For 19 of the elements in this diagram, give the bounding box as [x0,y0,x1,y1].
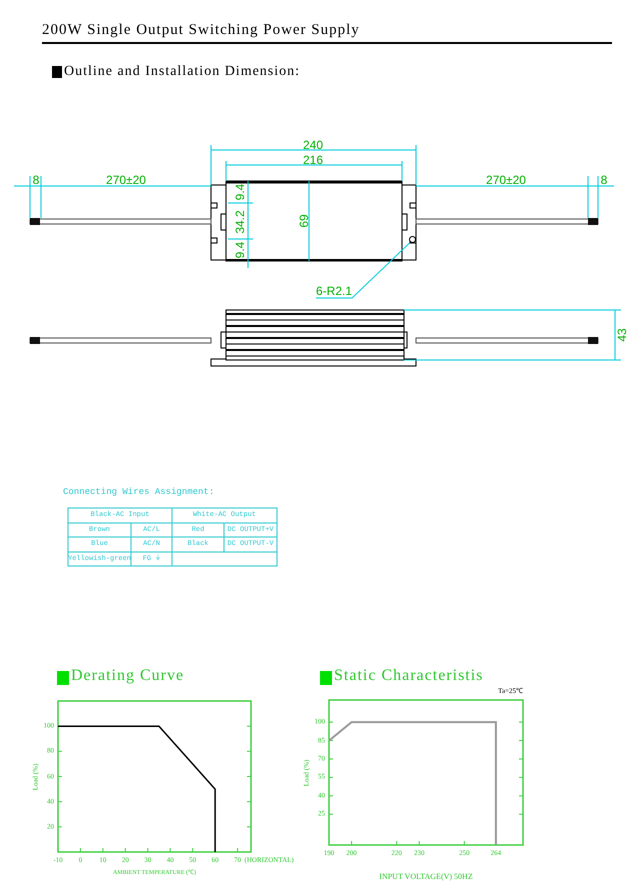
page-title: 200W Single Output Switching Power Supply [42,22,360,39]
axis-title: INPUT VOLTAGE(V) 50HZ [379,873,473,881]
leader-line [316,242,410,298]
dimension-label: 270±20 [106,174,146,186]
dimension-label: 8 [32,174,40,186]
dimension-label: 43 [616,328,628,342]
dimension-label: 216 [302,154,324,166]
callout-label: 6-R2.1 [316,285,352,297]
dimension-label: 270±20 [486,174,526,186]
dimension-label: 9.4 [234,242,246,258]
dimension-label: 240 [302,139,324,151]
chart-title: Derating Curve [71,668,184,684]
table-title: Connecting Wires Assignment: [63,488,214,497]
dimension-label: 34.2 [234,210,246,234]
dimension-label: 9.4 [234,184,246,200]
section-heading: Outline and Installation Dimension: [64,64,300,80]
dimension-label: 69 [298,214,310,228]
chart-title: Static Characteristis [334,668,484,684]
dimension-label: 8 [600,174,608,186]
